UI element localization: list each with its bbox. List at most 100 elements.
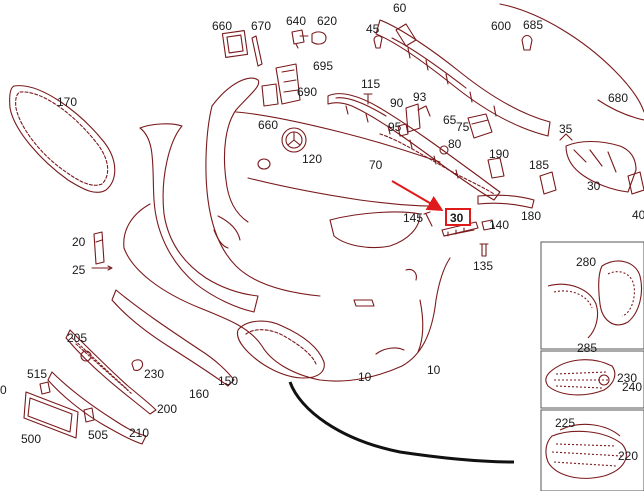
trim-180 (477, 194, 535, 209)
callout-70: 70 (369, 158, 383, 172)
grille-170 (9, 85, 116, 193)
absorber-70 (327, 93, 501, 201)
clip-45 (373, 35, 383, 49)
callout-185: 185 (529, 158, 549, 172)
callout-620: 620 (317, 14, 337, 28)
callout-75: 75 (456, 120, 470, 134)
callout-170: 170 (57, 95, 77, 109)
headlamp-680 (499, 3, 644, 113)
strip-210 (47, 371, 147, 445)
bracket-30-edge (627, 171, 644, 195)
callout-25: 25 (72, 263, 86, 277)
callout-93: 93 (413, 90, 427, 104)
clip-35 (559, 133, 573, 141)
trim-225 (559, 423, 621, 437)
callout-190: 190 (489, 147, 509, 161)
highlight-box (445, 208, 471, 226)
callout-0: 0 (0, 383, 7, 397)
callout-205: 205 (67, 331, 87, 345)
callout-200: 200 (157, 402, 177, 416)
callout-660: 660 (212, 19, 232, 33)
callout-285: 285 (577, 341, 597, 355)
clip-640 (291, 29, 305, 49)
callout-150: 150 (218, 374, 238, 388)
callout-80: 80 (448, 137, 462, 151)
part-505 (83, 407, 95, 423)
screw-115 (363, 93, 373, 105)
grille-240 (545, 359, 616, 396)
callout-115: 115 (361, 77, 380, 91)
clip-205 (80, 350, 92, 362)
callout-65: 65 (443, 113, 457, 127)
clip-230 (131, 359, 144, 371)
callout-230-inset: 230 (617, 371, 637, 385)
callout-505: 505 (88, 428, 108, 442)
wiring-harness (288, 381, 515, 464)
callout-640: 640 (286, 14, 306, 28)
callout-225: 225 (555, 416, 575, 430)
bracket-190 (487, 157, 505, 179)
callout-90: 90 (390, 96, 404, 110)
part-93 (417, 105, 431, 117)
clip-685 (521, 34, 533, 51)
callout-685: 685 (523, 18, 543, 32)
clip-230-inset (598, 374, 610, 386)
callout-10: 10 (358, 370, 372, 384)
callout-30-right: 30 (587, 179, 601, 193)
callout-210: 210 (129, 426, 149, 440)
screw-145 (423, 211, 433, 227)
bumper-cover-10 (123, 203, 451, 382)
part-515 (39, 381, 51, 395)
callout-240: 240 (622, 380, 642, 394)
callout-40: 40 (632, 208, 644, 222)
callout-670: 670 (251, 19, 271, 33)
callout-135: 135 (473, 259, 493, 273)
callout-120: 120 (302, 152, 322, 166)
bracket-670 (251, 35, 263, 67)
callout-180: 180 (521, 209, 541, 223)
callout-515: 515 (27, 367, 47, 381)
grille-200 (65, 329, 157, 415)
callout-680: 680 (608, 91, 628, 105)
trim-280 (547, 283, 599, 339)
crossmember-60 (375, 19, 551, 137)
vehicle-body (205, 77, 441, 297)
callout-160: 160 (189, 387, 209, 401)
sensor-660 (261, 83, 279, 107)
callout-20: 20 (72, 235, 86, 249)
callout-690: 690 (297, 85, 317, 99)
bracket-690 (275, 63, 301, 105)
trim-150 (139, 123, 259, 313)
grille-220 (545, 430, 627, 479)
clip-620 (311, 31, 327, 45)
screw-135 (479, 243, 489, 257)
camera-660 (221, 30, 249, 58)
callout-30-highlighted: 30 (450, 211, 464, 225)
clip-80 (439, 145, 449, 155)
bracket-65 (467, 113, 493, 139)
license-bracket-500 (23, 391, 79, 439)
trim-160 (111, 289, 235, 387)
highlight-arrow (391, 180, 444, 212)
bracket-30-right (565, 140, 637, 193)
part-95 (397, 123, 409, 137)
screw-25 (91, 265, 113, 271)
inset-panel-middle (540, 350, 644, 409)
callout-695: 695 (313, 59, 333, 73)
bracket-90 (405, 103, 421, 133)
callout-labels: 660 670 640 620 60 600 685 45 695 170 69… (0, 1, 644, 463)
callout-45: 45 (366, 22, 380, 36)
part-140 (481, 219, 495, 231)
callout-660-sensor: 660 (258, 118, 278, 132)
callout-600: 600 (491, 19, 511, 33)
bracket-185 (539, 171, 557, 195)
inset-panel-top (540, 241, 644, 350)
callout-230: 230 (144, 367, 164, 381)
callout-10-right: 10 (427, 363, 441, 377)
bracket-20 (93, 231, 105, 265)
callout-145: 145 (403, 211, 423, 225)
emblem-120 (281, 127, 307, 153)
callout-95: 95 (388, 120, 402, 134)
